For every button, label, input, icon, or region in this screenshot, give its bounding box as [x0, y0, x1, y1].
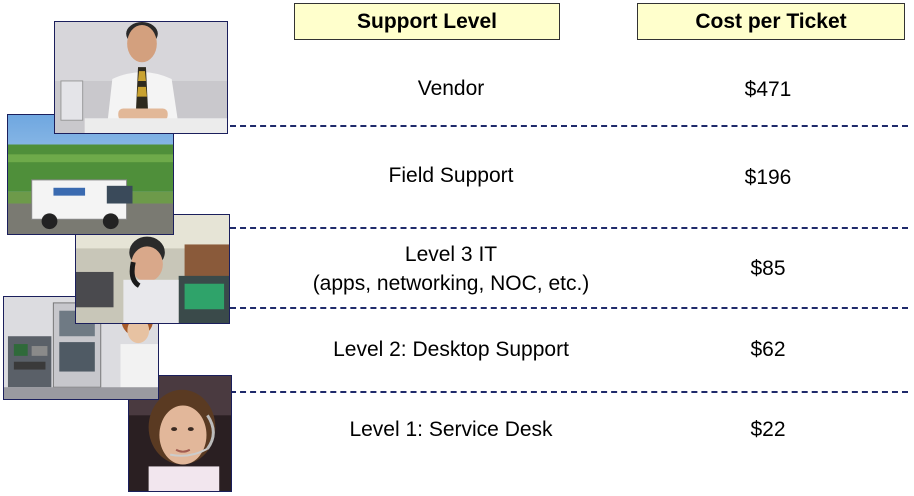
support-level-header: Support Level: [294, 3, 560, 40]
divider-2: [230, 227, 908, 229]
row-level1-cost: $22: [750, 418, 786, 441]
row-vendor-cost: $471: [744, 78, 792, 101]
row-level2-cost: $62: [750, 338, 786, 361]
row-vendor-level: Vendor: [417, 77, 485, 100]
row-level3-title: Level 3 IT: [404, 243, 498, 266]
row-level3-cost: $85: [750, 257, 786, 280]
row-field-support-level: Field Support: [388, 164, 514, 187]
businessman-photo: [54, 21, 228, 134]
divider-3: [230, 307, 908, 309]
row-field-support-cost: $196: [744, 166, 792, 189]
cost-per-ticket-header-label: Cost per Ticket: [695, 9, 847, 33]
row-level3-subtitle: (apps, networking, NOC, etc.): [312, 272, 590, 295]
row-level1-level: Level 1: Service Desk: [349, 418, 553, 441]
divider-4: [230, 391, 908, 393]
divider-1: [230, 125, 908, 127]
support-level-header-label: Support Level: [356, 9, 498, 33]
delivery-van-photo: [7, 114, 174, 235]
cost-per-ticket-header: Cost per Ticket: [637, 3, 905, 40]
row-level2-level: Level 2: Desktop Support: [333, 338, 569, 361]
